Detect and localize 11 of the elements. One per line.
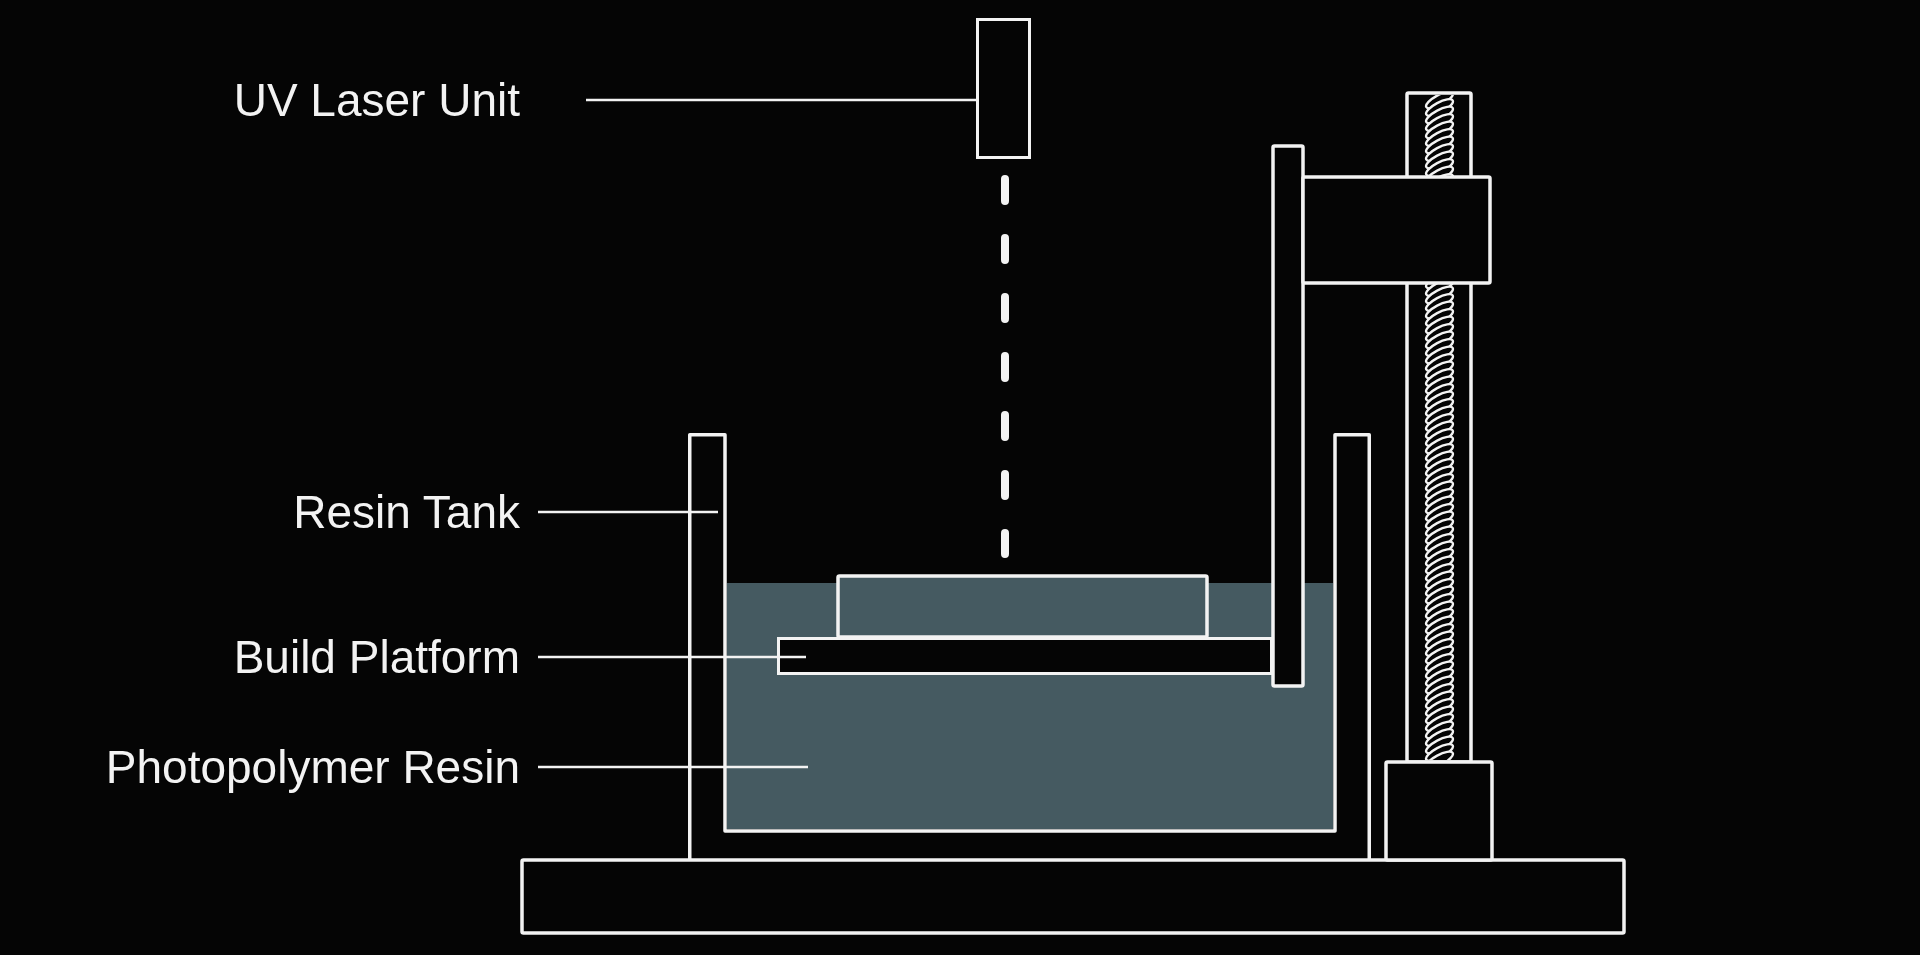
- leader-line: [538, 510, 718, 514]
- part-label: Build Platform: [233, 630, 520, 684]
- laser-unit: [976, 18, 1031, 159]
- resin-tank: [688, 433, 1371, 860]
- part-label: UV Laser Unit: [233, 73, 520, 127]
- leader-line: [586, 98, 976, 102]
- part-label: Photopolymer Resin: [105, 740, 520, 794]
- leader-line: [538, 655, 806, 659]
- part-label: Resin Tank: [293, 485, 520, 539]
- leader-line: [538, 765, 808, 769]
- build-platform: [777, 637, 1273, 675]
